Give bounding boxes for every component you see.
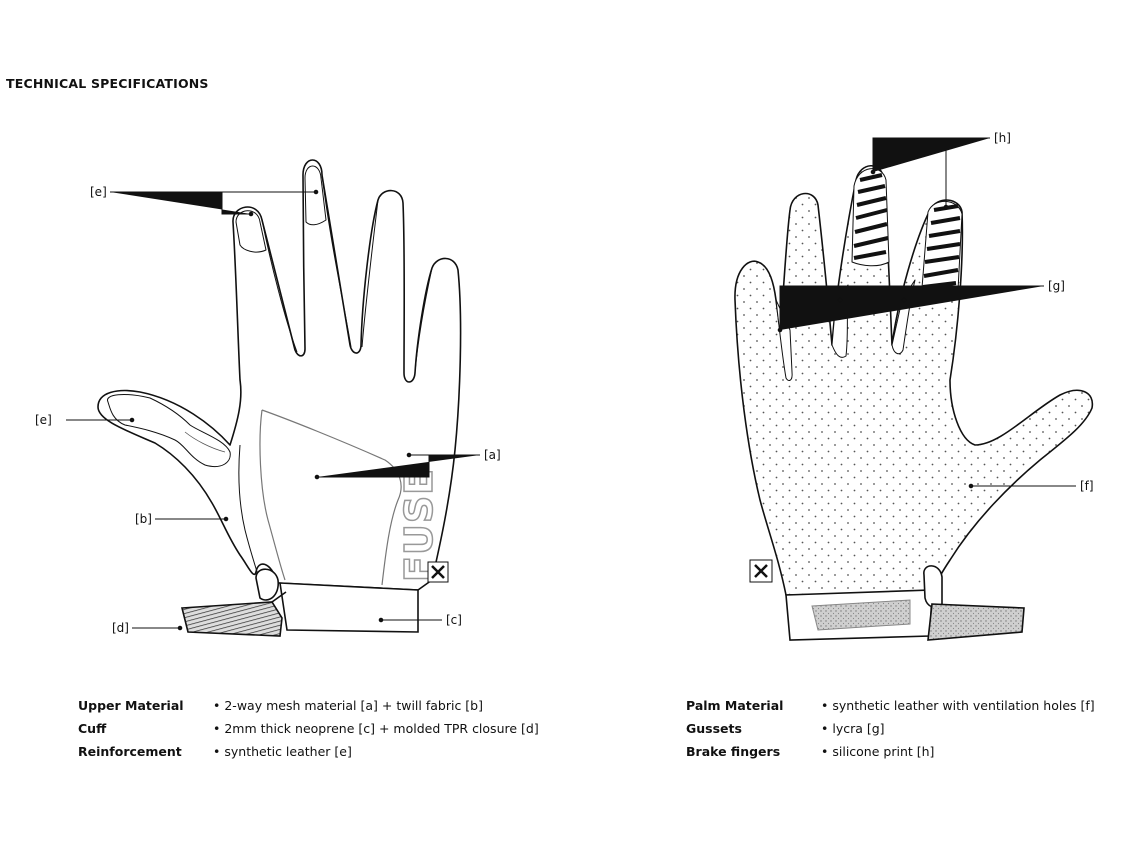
thumb-patch-inner: [184, 431, 226, 453]
neoprene-cuff: [279, 582, 419, 633]
callout-d: [d]: [112, 621, 129, 635]
spec-label: Palm Material: [686, 698, 784, 713]
spec-table-right: Palm Material synthetic leather with ven…: [686, 694, 1095, 763]
spec-row: Reinforcement synthetic leather [e]: [78, 740, 539, 763]
silicone-stripes-1: [853, 173, 889, 260]
callout-e-thumb: [e]: [35, 413, 52, 427]
glove-palm-view: [734, 164, 1094, 596]
spec-label: Brake fingers: [686, 744, 781, 759]
palm-cuff-window: [811, 599, 911, 631]
callout-a: [a]: [484, 448, 501, 462]
finger-gusset-4: [414, 267, 433, 373]
spec-row: Gussets lycra [g]: [686, 717, 1095, 740]
spec-value: lycra [g]: [821, 717, 884, 740]
index-tip-patch: [235, 210, 267, 253]
spec-row: Palm Material synthetic leather with ven…: [686, 694, 1095, 717]
callout-f: [f]: [1080, 479, 1094, 493]
glove-back-view: [97, 159, 462, 591]
callout-g: [g]: [1048, 279, 1065, 293]
spec-value: 2-way mesh material [a] + twill fabric […: [213, 694, 483, 717]
spec-value: silicone print [h]: [821, 740, 934, 763]
finger-gusset-1: [261, 219, 298, 353]
fuse-x-logo: [427, 561, 449, 583]
callout-b: [b]: [135, 512, 152, 526]
spec-label: Cuff: [78, 721, 107, 736]
callout-lines: [66, 137, 1076, 631]
spec-value: synthetic leather with ventilation holes…: [821, 694, 1094, 717]
spec-value: synthetic leather [e]: [213, 740, 351, 763]
fuse-x-logo-palm: [749, 559, 773, 583]
spec-label: Upper Material: [78, 698, 184, 713]
spec-row: Upper Material 2-way mesh material [a] +…: [78, 694, 539, 717]
cuff-loop: [255, 568, 279, 601]
tpr-closure: [180, 601, 283, 637]
cuff-palm: [785, 565, 1025, 641]
palm-cuff-loop: [923, 565, 943, 608]
callout-h: [h]: [994, 131, 1011, 145]
spec-value: 2mm thick neoprene [c] + molded TPR clos…: [213, 717, 538, 740]
middle-tip-patch: [304, 165, 327, 226]
page-title: TECHNICAL SPECIFICATIONS: [6, 76, 209, 91]
twill-seam: [238, 444, 259, 576]
thumb-patch: [107, 394, 231, 467]
spec-label: Gussets: [686, 721, 742, 736]
mesh-panel-left: [259, 409, 286, 581]
finger-gusset-3: [361, 199, 379, 348]
callout-c: [c]: [446, 613, 462, 627]
callout-e-top: [e]: [90, 185, 107, 199]
finger-gusset-2: [321, 174, 352, 348]
spec-table-left: Upper Material 2-way mesh material [a] +…: [78, 694, 539, 763]
spec-label: Reinforcement: [78, 744, 182, 759]
palm-velcro: [927, 603, 1025, 641]
spec-row: Cuff 2mm thick neoprene [c] + molded TPR…: [78, 717, 539, 740]
spec-row: Brake fingers silicone print [h]: [686, 740, 1095, 763]
